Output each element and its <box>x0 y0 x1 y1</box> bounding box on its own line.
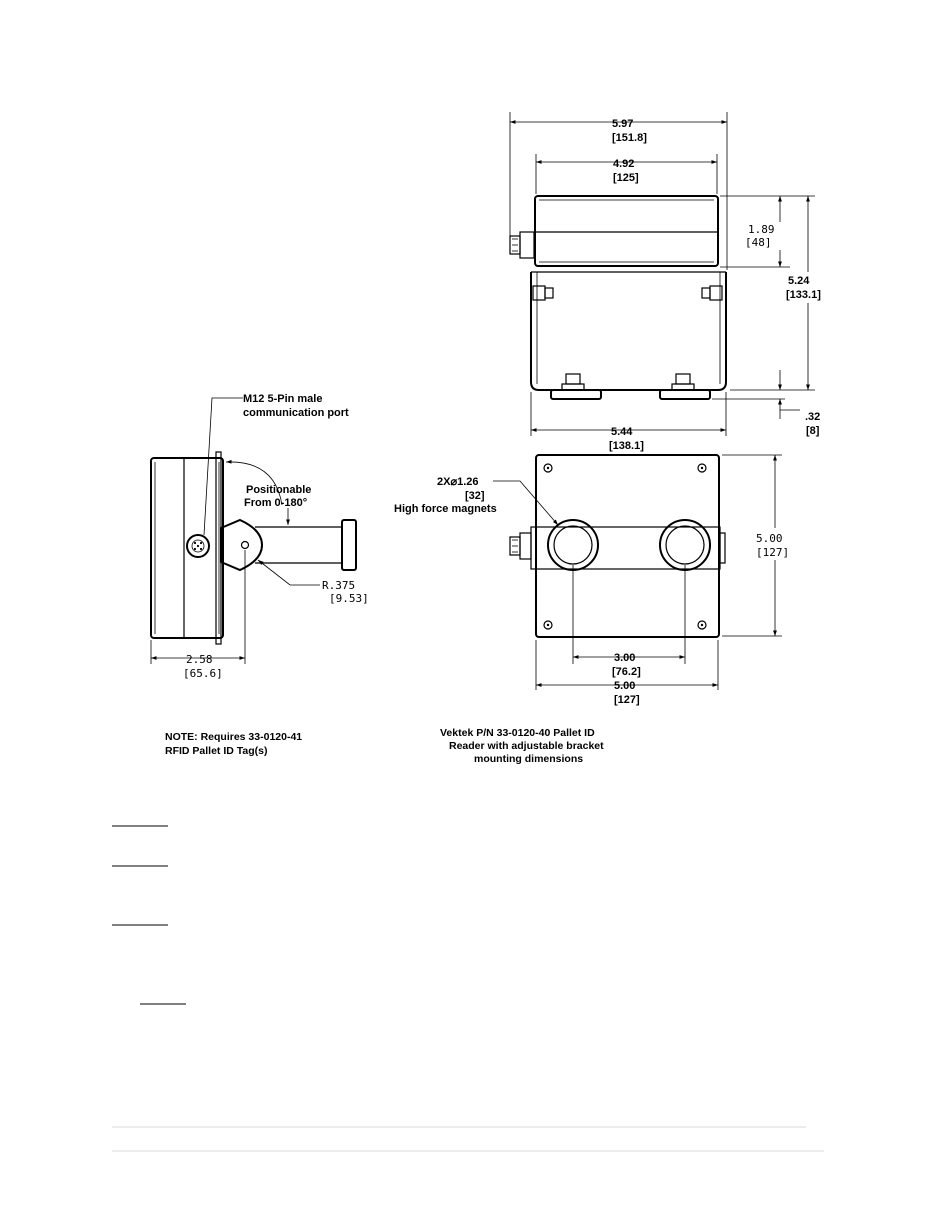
body-width-mm: [125] <box>613 172 639 184</box>
depth-value: 2.58 <box>186 653 213 666</box>
dim-overall-width: 5.97 [151.8] <box>509 112 728 270</box>
magnet-offset-value: .32 <box>805 411 820 423</box>
magnet-spacing-value: 3.00 <box>614 652 635 664</box>
overall-width-value: 5.97 <box>612 118 633 130</box>
overall-height-mm: [133.1] <box>786 289 821 301</box>
dim-body-width: 4.92 [125] <box>535 154 718 194</box>
caption-line-1: Vektek P/N 33-0120-40 Pallet ID <box>440 727 595 739</box>
mounting-bracket-top <box>530 271 727 391</box>
radius-callout: R.375 [9.53] <box>257 559 369 605</box>
plate-screws <box>543 463 707 630</box>
depth-mm: [65.6] <box>183 667 223 680</box>
drawing-caption: Vektek P/N 33-0120-40 Pallet ID Reader w… <box>440 727 604 765</box>
mounting-plate <box>535 454 720 638</box>
dim-depth: 2.58 [65.6] <box>150 550 246 680</box>
dim-front-height: 5.00 [127] <box>722 454 789 637</box>
m12-port-icon <box>186 534 210 558</box>
rotation-label-line-1: Positionable <box>246 484 311 496</box>
top-view: 5.97 [151.8] 4.92 [125] 1.89 [48] 5.24 <box>509 112 821 452</box>
body-height-value: 1.89 <box>748 223 775 236</box>
dim-magnet-spacing: 3.00 [76.2] <box>572 565 686 678</box>
body-width-value: 4.92 <box>613 158 634 170</box>
dim-bracket-width: 5.44 [138.1] <box>530 392 727 452</box>
magnet-callout: 2X⌀1.26 [32] High force magnets <box>394 476 559 526</box>
bracket-bar-front <box>530 526 726 570</box>
bracket-width-mm: [138.1] <box>609 440 644 452</box>
bolt-bottom-right <box>671 373 695 391</box>
m12-connector-front <box>509 532 532 560</box>
magnet-offset-mm: [8] <box>806 425 820 437</box>
radius-mm: [9.53] <box>329 592 369 605</box>
rotation-label-line-2: From 0-180° <box>244 497 307 509</box>
magnet-callout-line-1: 2X⌀1.26 <box>437 476 479 488</box>
drawing-note: NOTE: Requires 33-0120-41 RFID Pallet ID… <box>165 731 302 757</box>
front-height-value: 5.00 <box>756 532 783 545</box>
rotation-callout: Positionable From 0-180° <box>225 459 311 525</box>
front-width-mm: [127] <box>614 694 640 706</box>
magnet-callout-line-3: High force magnets <box>394 503 497 515</box>
front-view: 2X⌀1.26 [32] High force magnets 5.00 [12… <box>394 454 789 706</box>
note-line-1: NOTE: Requires 33-0120-41 <box>165 731 302 743</box>
side-view: M12 5-Pin male communication port Positi… <box>150 393 369 680</box>
bolt-upper-left <box>532 285 554 301</box>
caption-line-2: Reader with adjustable bracket <box>449 740 604 752</box>
magnet-spacing-mm: [76.2] <box>612 666 641 678</box>
overall-width-mm: [151.8] <box>612 132 647 144</box>
magnet-left-top <box>550 389 602 400</box>
bolt-bottom-left <box>561 373 585 391</box>
body-height-mm: [48] <box>745 236 772 249</box>
dim-body-height: 1.89 [48] <box>720 195 790 268</box>
front-width-value: 5.00 <box>614 680 635 692</box>
dim-front-width: 5.00 [127] <box>535 640 719 706</box>
bolt-upper-right <box>701 285 723 301</box>
dim-magnet-offset: .32 [8] <box>712 370 820 437</box>
magnet-right-top <box>659 389 711 400</box>
bracket-width-value: 5.44 <box>611 426 633 438</box>
port-label-line-2: communication port <box>243 407 349 419</box>
front-height-mm: [127] <box>756 546 789 559</box>
magnet-callout-line-2: [32] <box>465 490 485 502</box>
port-label-line-1: M12 5-Pin male <box>243 393 322 405</box>
note-line-2: RFID Pallet ID Tag(s) <box>165 745 267 757</box>
radius-value: R.375 <box>322 579 355 592</box>
dim-overall-height: 5.24 [133.1] <box>730 195 821 391</box>
port-callout: M12 5-Pin male communication port <box>203 393 349 536</box>
caption-line-3: mounting dimensions <box>474 753 583 765</box>
overall-height-value: 5.24 <box>788 275 810 287</box>
bracket-arm-side <box>220 518 357 572</box>
reader-body-top <box>534 195 719 267</box>
m12-connector-top <box>509 231 535 259</box>
